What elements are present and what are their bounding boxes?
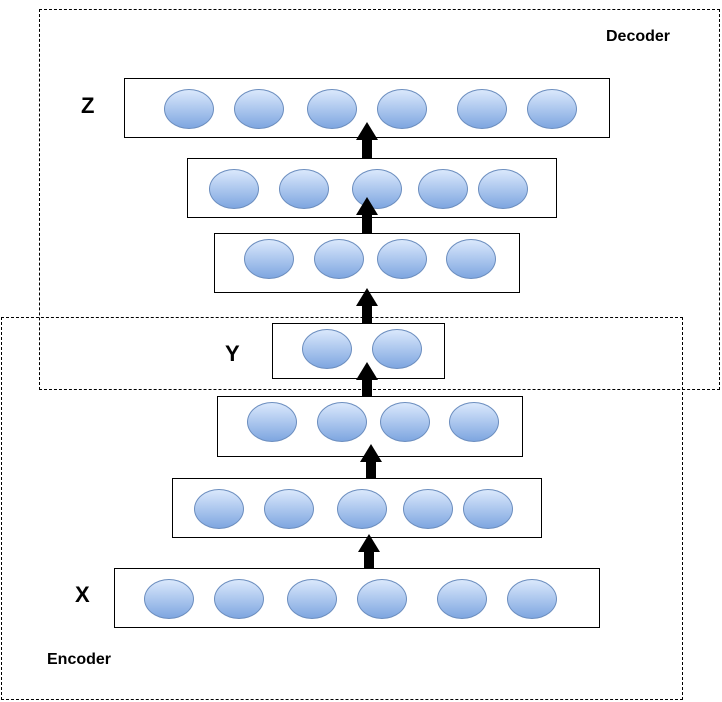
x-input-layer	[114, 568, 600, 628]
x-node-5	[437, 579, 487, 619]
decoder-h1-node-3	[377, 239, 427, 279]
x-node-1	[144, 579, 194, 619]
y-node-2	[372, 329, 422, 369]
decoder-region	[39, 9, 720, 390]
encoder-h2-node-2	[317, 402, 367, 442]
y-label: Y	[225, 341, 240, 366]
encoder-h1-node-4	[403, 489, 453, 529]
z-node-3	[307, 89, 357, 129]
encoder-h1-node-3	[337, 489, 387, 529]
arrow-dh2-to-z	[356, 122, 378, 158]
z-node-5	[457, 89, 507, 129]
arrow-eh2-to-y	[356, 362, 378, 396]
x-node-3	[287, 579, 337, 619]
decoder-hidden-layer-1	[214, 233, 520, 293]
x-node-2	[214, 579, 264, 619]
arrow-dh1-to-dh2	[356, 197, 378, 233]
encoder-h2-node-3	[380, 402, 430, 442]
z-node-2	[234, 89, 284, 129]
encoder-h1-node-2	[264, 489, 314, 529]
decoder-label: Decoder	[606, 28, 671, 45]
decoder-h2-node-5	[478, 169, 528, 209]
decoder-h2-node-3	[352, 169, 402, 209]
encoder-h1-node-5	[463, 489, 513, 529]
decoder-h1-node-4	[446, 239, 496, 279]
z-label: Z	[81, 93, 95, 118]
decoder-h1-node-1	[244, 239, 294, 279]
encoder-h1-node-1	[194, 489, 244, 529]
y-code-layer	[272, 323, 445, 379]
decoder-h2-node-2	[279, 169, 329, 209]
decoder-h2-node-1	[209, 169, 259, 209]
z-node-6	[527, 89, 577, 129]
decoder-h1-node-2	[314, 239, 364, 279]
arrow-eh1-to-eh2	[360, 444, 382, 478]
encoder-h2-node-4	[449, 402, 499, 442]
encoder-region	[1, 317, 683, 700]
x-node-6	[507, 579, 557, 619]
encoder-hidden-layer-1	[172, 478, 542, 538]
y-node-1	[302, 329, 352, 369]
z-node-4	[377, 89, 427, 129]
decoder-h2-node-4	[418, 169, 468, 209]
x-label: X	[75, 582, 90, 607]
x-node-4	[357, 579, 407, 619]
arrow-x-to-eh1	[358, 534, 380, 568]
z-node-1	[164, 89, 214, 129]
arrow-y-to-dh1	[356, 288, 378, 323]
encoder-label: Encoder	[47, 651, 112, 668]
encoder-h2-node-1	[247, 402, 297, 442]
